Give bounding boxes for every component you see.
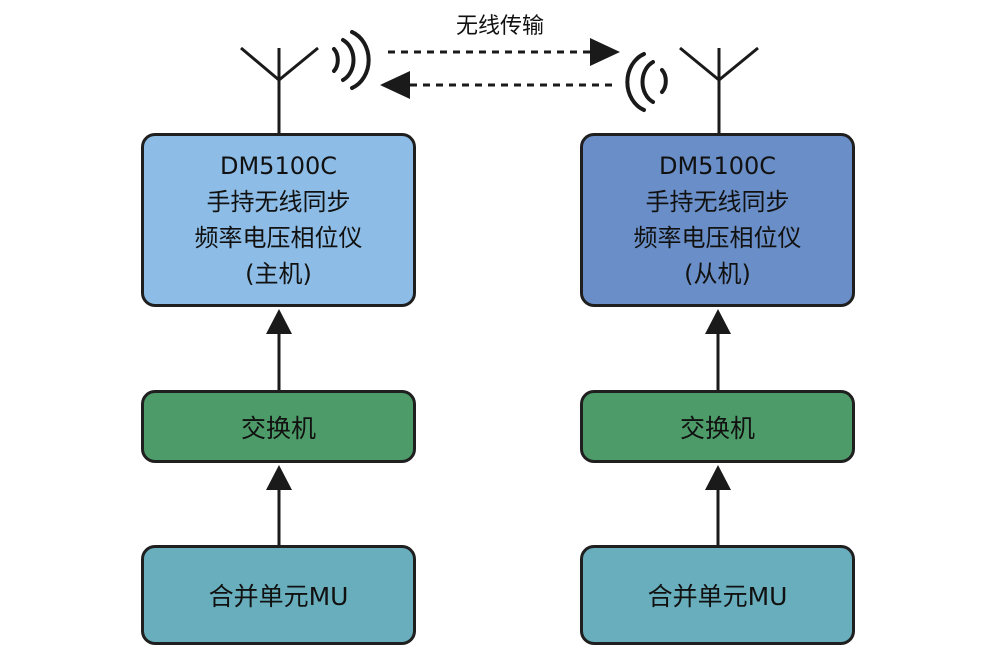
- antenna-icon-master: [240, 46, 319, 133]
- wireless-arrow-to-master: [380, 71, 612, 99]
- wireless-transmission-label: 无线传输: [455, 14, 544, 39]
- signal-waves-icon-master: [332, 30, 371, 90]
- master-device-box: DM5100C 手持无线同步 频率电压相位仪 (主机): [141, 133, 416, 307]
- device-model: DM5100C: [658, 152, 777, 180]
- slave-merging-unit-box: 合并单元MU: [580, 545, 855, 645]
- device-name-line1: 手持无线同步: [645, 188, 790, 216]
- antenna-icon-slave: [679, 46, 759, 133]
- arrow-mu-to-switch-slave: [705, 465, 731, 545]
- merging-unit-label: 合并单元MU: [647, 582, 788, 611]
- wireless-arrow-to-slave: [388, 38, 620, 66]
- switch-label: 交换机: [240, 413, 316, 443]
- master-merging-unit-box: 合并单元MU: [141, 545, 416, 645]
- device-name-line1: 手持无线同步: [206, 188, 351, 216]
- merging-unit-label: 合并单元MU: [208, 582, 349, 611]
- slave-device-box: DM5100C 手持无线同步 频率电压相位仪 (从机): [580, 133, 855, 307]
- arrow-mu-to-switch-master: [266, 465, 292, 545]
- master-switch-box: 交换机: [141, 390, 416, 463]
- device-role: (从机): [684, 260, 751, 288]
- arrow-switch-to-master: [266, 309, 292, 390]
- device-name-line2: 频率电压相位仪: [633, 224, 802, 252]
- slave-switch-box: 交换机: [580, 390, 855, 463]
- switch-label: 交换机: [679, 413, 755, 443]
- device-model: DM5100C: [219, 152, 338, 180]
- device-name-line2: 频率电压相位仪: [194, 224, 363, 252]
- signal-waves-icon-slave: [625, 52, 668, 112]
- device-role: (主机): [245, 260, 312, 288]
- arrow-switch-to-slave: [705, 309, 731, 390]
